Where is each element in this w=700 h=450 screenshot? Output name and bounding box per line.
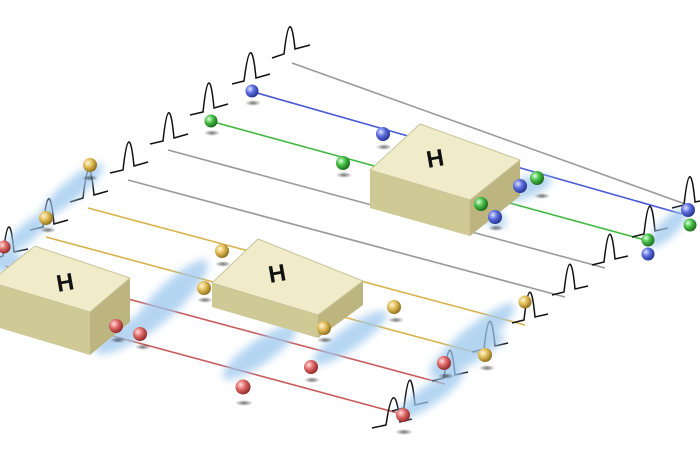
gate-1-side: [90, 278, 130, 355]
output-peak-2: [631, 205, 669, 238]
photon-green: [474, 197, 488, 211]
photons: [0, 84, 697, 422]
output-peak-4: [551, 263, 589, 296]
output-peak-1: [671, 176, 700, 209]
photon-blue: [245, 84, 259, 98]
shadow: [488, 225, 504, 231]
shadow: [215, 261, 231, 267]
shadow: [395, 429, 413, 435]
gate-1-top: [0, 245, 131, 313]
glow-output-3: [396, 370, 464, 420]
photon-blue: [513, 179, 527, 193]
qubit-wires: [0, 62, 689, 416]
gate-3-top: [369, 123, 522, 201]
wire-grey-1: [291, 62, 689, 206]
hadamard-gate-2: H: [211, 238, 365, 338]
photon-gold: [518, 295, 532, 309]
gate-3-side: [470, 160, 520, 236]
input-peak-2: [231, 52, 271, 85]
photon-red: [109, 319, 123, 333]
photon-gold: [215, 244, 229, 258]
shadow: [135, 344, 151, 350]
entanglement-glows: [0, 163, 688, 420]
photon-gold: [83, 158, 97, 172]
input-peak-5: [109, 141, 149, 174]
shadow: [245, 100, 261, 106]
gate-1-label: H: [54, 268, 76, 298]
photon-red: [437, 356, 451, 370]
shadow: [82, 175, 98, 181]
photon-blue: [376, 127, 390, 141]
gate-3-label: H: [424, 144, 446, 174]
shadow: [438, 373, 454, 379]
wire-grey-3: [127, 179, 566, 298]
output-peak-3: [591, 233, 629, 266]
glow-far-right: [648, 208, 688, 248]
shadow: [479, 365, 495, 371]
output-peak-5: [511, 291, 549, 324]
photon-red: [235, 379, 251, 395]
shadow: [388, 317, 404, 323]
shadow: [204, 130, 220, 136]
input-peak-4: [149, 112, 189, 145]
photon-green: [204, 114, 218, 128]
photon-gold: [317, 321, 331, 335]
photon-green: [683, 218, 697, 232]
photon-blue: [641, 247, 655, 261]
glow-left-mid: [4, 211, 52, 253]
gate-2-top: [211, 238, 365, 316]
photon-blue: [488, 210, 502, 224]
photon-red: [133, 327, 147, 341]
photon-gold: [478, 348, 492, 362]
gate-2-label: H: [266, 259, 288, 289]
glow-gate2-right: [312, 310, 388, 366]
photon-gold: [39, 211, 53, 225]
shadow: [317, 337, 333, 343]
input-waveforms: [0, 26, 311, 258]
glow-gate2-bottom: [222, 324, 298, 380]
photon-gold: [387, 300, 401, 314]
photon-green: [336, 156, 350, 170]
photon-shadows: [40, 100, 550, 435]
photon-blue: [681, 203, 695, 217]
gate-1-front: [0, 285, 90, 355]
photon-red: [304, 360, 318, 374]
photon-green: [530, 171, 544, 185]
photon-green: [641, 233, 655, 247]
shadow: [534, 193, 550, 199]
shadow: [304, 377, 320, 383]
shadow: [110, 337, 126, 343]
glow-output-2: [435, 333, 505, 377]
glow-gate1-bottom: [94, 309, 166, 355]
shadow: [197, 297, 213, 303]
input-peak-3: [189, 82, 229, 116]
shadow: [336, 172, 352, 178]
photon-red: [0, 240, 11, 254]
shadow: [376, 144, 392, 150]
gate-2-front: [212, 283, 318, 338]
photon-gold: [197, 281, 211, 295]
photon-red: [396, 408, 410, 422]
hadamard-gate-3: H: [369, 123, 522, 236]
input-peak-1: [271, 26, 311, 59]
gate-3-front: [370, 170, 470, 236]
shadow: [40, 227, 56, 233]
hadamard-gate-1: H: [0, 245, 131, 355]
shadow: [235, 400, 253, 406]
